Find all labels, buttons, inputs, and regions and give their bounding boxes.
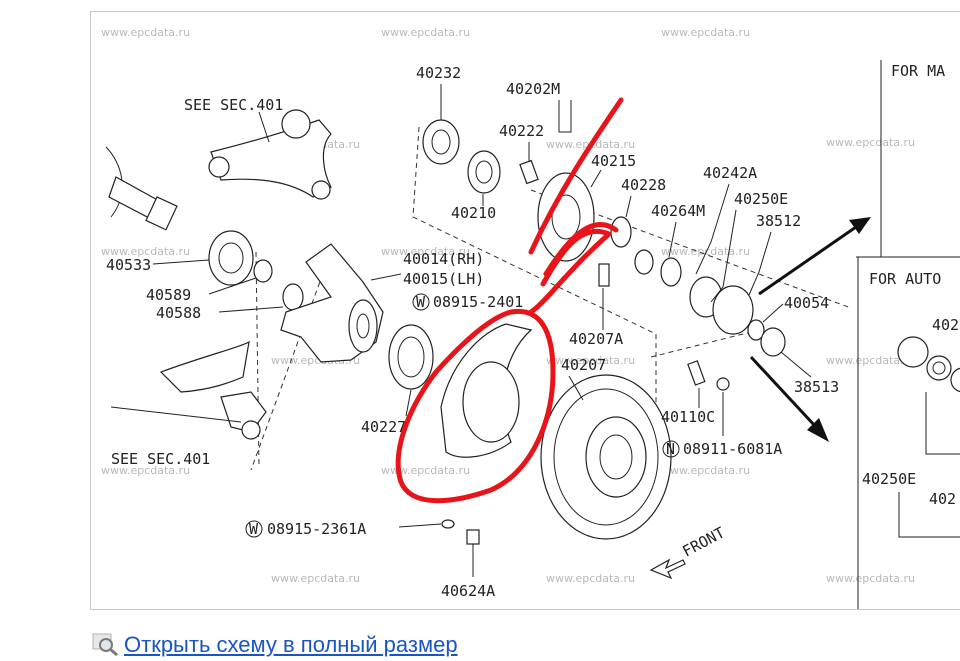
wheel-studs: 40207A 40110C N 08911-6081A — [569, 263, 782, 458]
watermark-text: www.epcdata.ru — [101, 464, 190, 477]
washer-symbol-w2: W — [249, 520, 259, 538]
open-full-size-row: Открыть схему в полный размер — [92, 630, 458, 660]
label-w08915-2401: 08915-2401 — [433, 293, 523, 311]
label-402-a: 402 — [932, 316, 959, 334]
front-indicator: FRONT — [649, 523, 728, 580]
driveshaft — [105, 146, 178, 231]
label-40110c: 40110C — [661, 408, 715, 426]
brake-disc: 40207 — [540, 356, 672, 540]
label-40227: 40227 — [361, 418, 406, 436]
watermark-text: www.epcdata.ru — [661, 245, 750, 258]
label-40207: 40207 — [561, 356, 606, 374]
label-40210: 40210 — [451, 204, 496, 222]
label-40242a: 40242A — [703, 164, 757, 182]
bearing-40533: 40533 40589 40588 — [106, 230, 304, 322]
label-40232: 40232 — [416, 64, 461, 82]
label-40264m: 40264M — [651, 202, 705, 220]
label-40202m: 40202M — [506, 80, 560, 98]
label-40250e: 40250E — [734, 190, 788, 208]
watermark-text: www.epcdata.ru — [546, 354, 635, 367]
watermark-text: www.epcdata.ru — [381, 464, 470, 477]
label-40222: 40222 — [499, 122, 544, 140]
washer-symbol-w1: W — [416, 293, 426, 311]
label-for-manual: FOR MA — [891, 62, 945, 80]
watermark-text: www.epcdata.ru — [661, 464, 750, 477]
label-see-sec-bottom: SEE SEC.401 — [111, 450, 210, 468]
label-402-b: 402 — [929, 490, 956, 508]
red-check-stroke — [528, 97, 624, 315]
lock-washer-set: 40228 40242A 40264M 40250E 38512 — [610, 164, 801, 318]
free-running-hub: 40054 38513 — [712, 285, 839, 396]
label-40533: 40533 — [106, 256, 151, 274]
label-for-auto: FOR AUTO — [869, 270, 941, 288]
manual-inset: FOR MA — [856, 60, 945, 258]
auto-inset: FOR AUTO 402 40250E 402 — [857, 256, 960, 609]
label-front: FRONT — [679, 523, 727, 560]
label-w08915-2361: 08915-2361A — [267, 520, 366, 538]
parts-diagram: www.epcdata.ru www.epcdata.ru www.epcdat… — [101, 26, 960, 609]
open-full-size-link[interactable]: Открыть схему в полный размер — [124, 632, 458, 657]
red-annotation — [395, 97, 624, 504]
bearing-set-40232: 40232 40210 — [416, 64, 501, 222]
label-40228: 40228 — [621, 176, 666, 194]
diagram-frame: www.epcdata.ru www.epcdata.ru www.epcdat… — [90, 11, 960, 610]
red-circle-stroke — [395, 308, 556, 504]
label-40014: 40014(RH) — [403, 250, 484, 268]
label-40015: 40015(LH) — [403, 270, 484, 288]
watermark-text: www.epcdata.ru — [381, 26, 470, 39]
label-40207a: 40207A — [569, 330, 623, 348]
label-40624a: 40624A — [441, 582, 495, 600]
watermark-text: www.epcdata.ru — [271, 572, 360, 585]
label-40588: 40588 — [156, 304, 201, 322]
watermark-text: www.epcdata.ru — [826, 572, 915, 585]
watermark-text: www.epcdata.ru — [661, 26, 750, 39]
upper-control-arm: SEE SEC.401 — [184, 96, 332, 200]
watermark-text: www.epcdata.ru — [381, 245, 470, 258]
label-38513: 38513 — [794, 378, 839, 396]
watermark-text: www.epcdata.ru — [101, 26, 190, 39]
label-see-sec-top: SEE SEC.401 — [184, 96, 283, 114]
label-40250e-inset: 40250E — [862, 470, 916, 488]
nut-symbol-n: N — [666, 440, 675, 458]
magnifier-icon — [92, 633, 120, 657]
direction-arrows — [749, 217, 871, 442]
watermark-text: www.epcdata.ru — [546, 572, 635, 585]
label-40589: 40589 — [146, 286, 191, 304]
label-38512: 38512 — [756, 212, 801, 230]
bottom-bolts: W 08915-2361A 40624A — [245, 519, 495, 600]
steering-knuckle: 40014(RH) 40015(LH) W 08915-2401 — [280, 243, 523, 363]
watermark-text: www.epcdata.ru — [101, 245, 190, 258]
label-40054: 40054 — [784, 294, 829, 312]
lower-control-arm: SEE SEC.401 — [110, 340, 267, 468]
watermark-text: www.epcdata.ru — [826, 354, 915, 367]
watermark-text: www.epcdata.ru — [826, 136, 915, 149]
label-n08911: 08911-6081A — [683, 440, 782, 458]
dust-shield: 40227 — [361, 323, 533, 458]
label-40215: 40215 — [591, 152, 636, 170]
